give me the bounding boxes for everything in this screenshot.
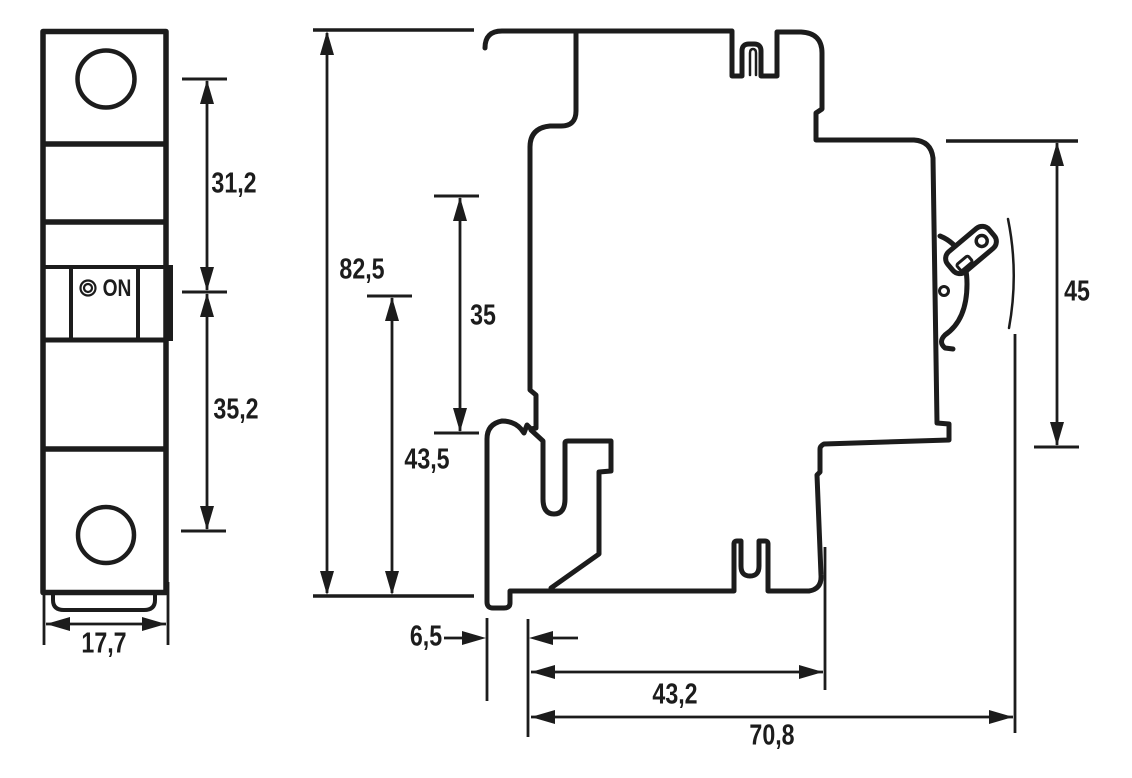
dim-label-6-5: 6,5	[409, 620, 443, 653]
switch-recess-side-pad	[166, 265, 173, 341]
din-rail-claw	[528, 427, 614, 591]
arrowheads	[46, 31, 1064, 724]
top-terminal-screw	[75, 48, 137, 110]
dim-label-43-2: 43,2	[652, 678, 698, 711]
dim-label-43-5: 43,5	[404, 443, 450, 476]
dim-label-17-7: 17,7	[81, 627, 127, 660]
on-indicator-ring-inner	[82, 282, 94, 294]
toggle-lever-slot	[955, 254, 974, 272]
toggle-lever	[943, 223, 999, 277]
bottom-terminal-screw	[75, 504, 137, 566]
switch-recess-walls	[69, 267, 140, 340]
side-view	[482, 28, 1016, 611]
toggle-hub-pivot	[938, 285, 950, 297]
side-view-body-outline	[482, 28, 952, 611]
switch-on-label: ON	[102, 275, 132, 302]
dim-label-70-8: 70,8	[749, 719, 795, 752]
toggle-lever-body	[943, 223, 999, 277]
front-bottom-clip	[51, 595, 157, 612]
top-notch-tab-slot	[748, 47, 758, 77]
dim-label-45: 45	[1064, 275, 1090, 308]
dim-label-35-2: 35,2	[213, 393, 259, 426]
on-indicator-ring-outer	[79, 279, 97, 297]
dim-label-35: 35	[470, 299, 496, 332]
lever-swing-arc	[1006, 217, 1016, 330]
front-view	[40, 28, 173, 612]
dim-label-82-5: 82,5	[339, 253, 385, 286]
extension-lines	[42, 28, 1079, 737]
toggle-lever-hole	[974, 233, 989, 249]
dim-label-31-2: 31,2	[211, 167, 257, 200]
dimension-lines	[46, 33, 1059, 719]
